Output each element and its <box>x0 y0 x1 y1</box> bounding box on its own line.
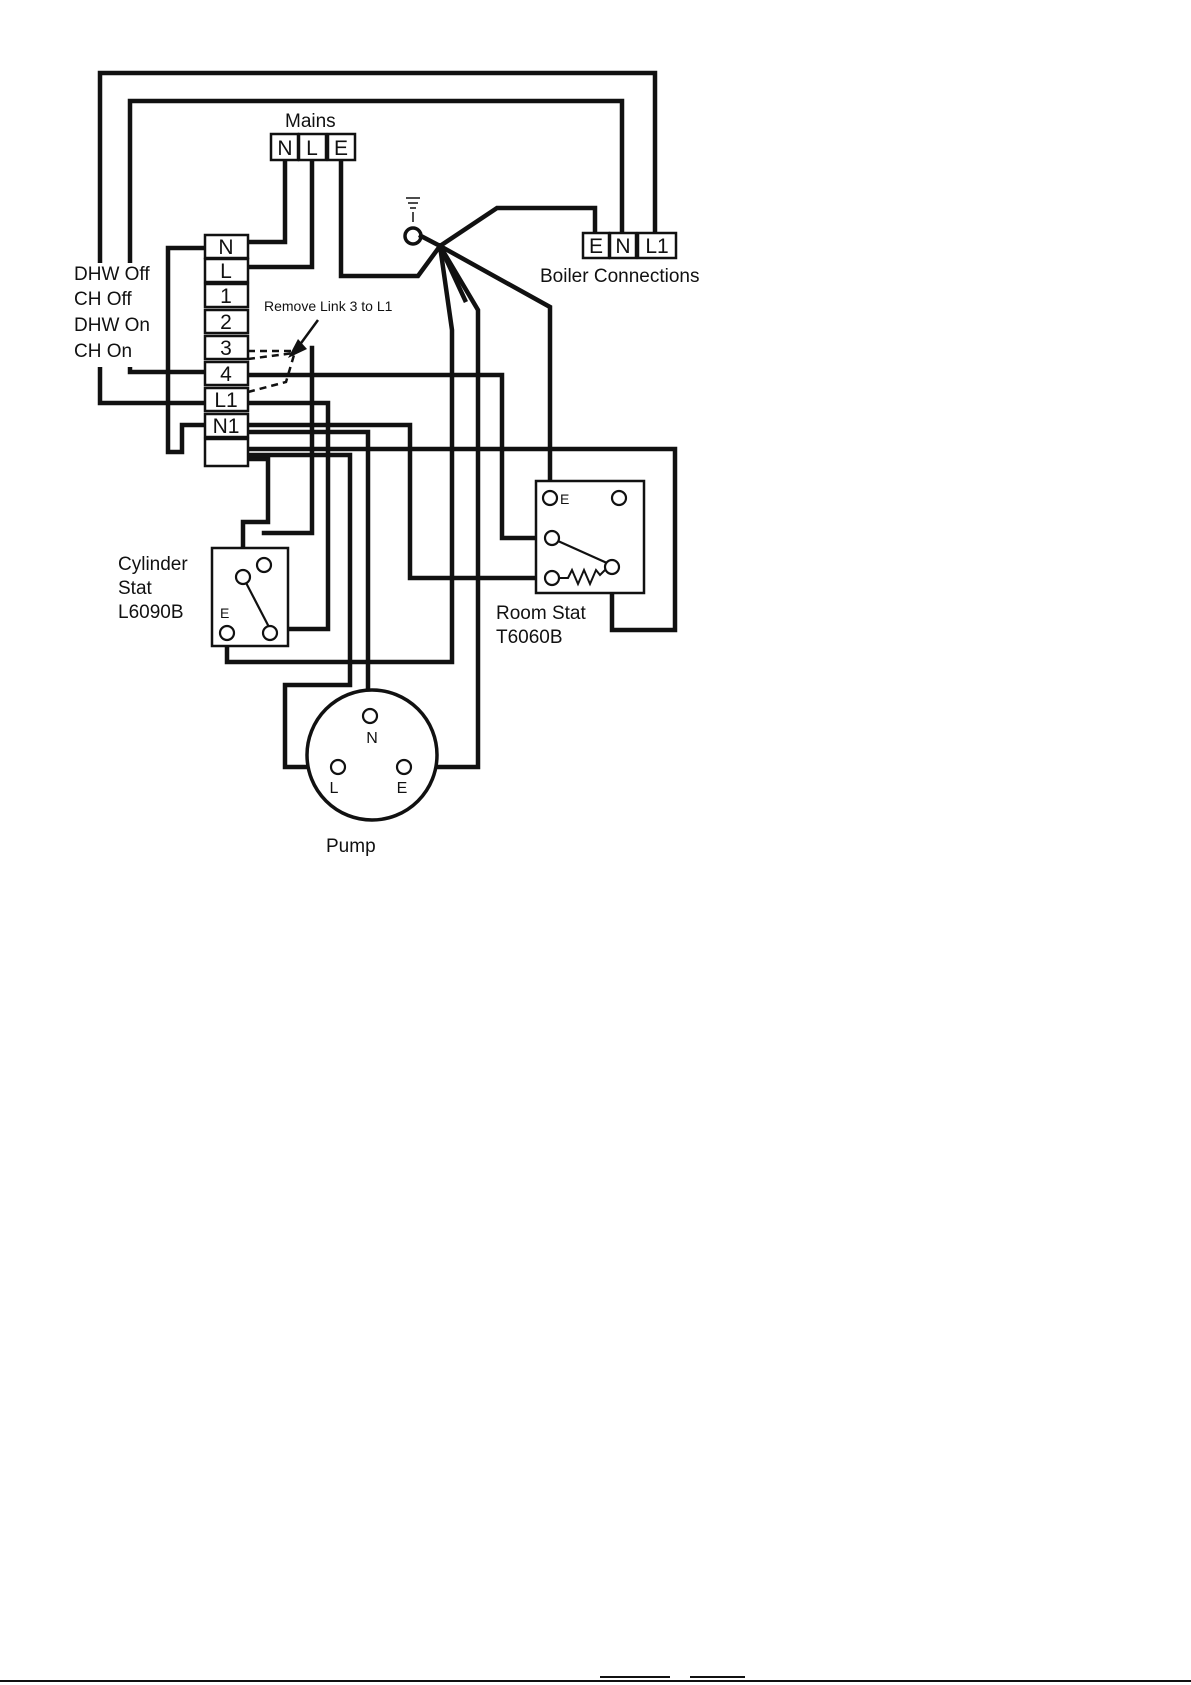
boiler-terminal-e-label: E <box>589 235 603 258</box>
wiring-centre: N L 1 2 3 4 L1 N1 <box>205 235 248 466</box>
earth-icon <box>405 198 440 246</box>
pump-label-n: N <box>366 730 378 747</box>
cylinder-stat-model: L6090B <box>118 602 184 623</box>
label-ch-off: CH Off <box>74 289 132 310</box>
wire-earth-to-pump <box>406 246 478 767</box>
wc-label-n: N <box>218 236 233 259</box>
cylinder-stat-terminal-e <box>220 626 234 640</box>
room-stat-name: Room Stat <box>496 603 586 624</box>
cylinder-stat-terminal-1 <box>236 570 250 584</box>
wc-label-1: 1 <box>220 285 232 308</box>
room-stat-terminal-blank <box>612 491 626 505</box>
boiler-block: E N L1 Boiler Connections <box>540 233 699 287</box>
wire-mains-e <box>341 156 440 276</box>
wire-n1-left <box>168 248 205 452</box>
pump-terminal-l <box>331 760 345 774</box>
mains-terminal-e-label: E <box>334 137 348 160</box>
wc-terminal-blank <box>205 439 248 466</box>
pump: N L E Pump <box>307 690 437 857</box>
boiler-terminal-l1-label: L1 <box>645 235 668 258</box>
wc-label-4: 4 <box>220 363 232 386</box>
cylinder-stat-terminal-c <box>263 626 277 640</box>
wc-label-l1: L1 <box>214 389 237 412</box>
boiler-terminal-n-label: N <box>615 235 630 258</box>
annotation-remove-link: Remove Link 3 to L1 <box>264 298 393 314</box>
mains-terminal-l-label: L <box>306 137 318 160</box>
pump-label-l: L <box>330 780 339 797</box>
room-stat-model: T6060B <box>496 627 563 648</box>
cylinder-stat-terminal-2 <box>257 558 271 572</box>
wire-boiler-l1-outer <box>100 73 655 403</box>
room-stat: E Room Stat T6060B <box>496 481 644 648</box>
pump-terminal-n <box>363 709 377 723</box>
cylinder-stat: E Cylinder Stat L6090B <box>118 548 288 646</box>
wire-mains-l <box>248 156 312 267</box>
pump-title: Pump <box>326 836 376 857</box>
wire-mains-n <box>248 156 285 242</box>
mains-title: Mains <box>285 111 336 132</box>
boiler-title: Boiler Connections <box>540 266 699 287</box>
wc-label-3: 3 <box>220 337 232 360</box>
wc-label-n1: N1 <box>213 415 240 438</box>
page-edge-marks <box>0 1676 1191 1682</box>
room-stat-terminal-2 <box>545 571 559 585</box>
room-stat-terminal-1 <box>545 531 559 545</box>
wire-earth-to-boiler-e <box>440 208 595 246</box>
wc-label-l: L <box>220 260 232 283</box>
label-dhw-off: DHW Off <box>74 264 150 285</box>
pump-label-e: E <box>397 780 408 797</box>
mains-terminal-n-label: N <box>277 137 292 160</box>
label-dhw-on: DHW On <box>74 315 150 336</box>
cylinder-stat-name-1: Cylinder <box>118 554 188 575</box>
wc-label-2: 2 <box>220 311 232 334</box>
cylinder-stat-name-2: Stat <box>118 578 153 599</box>
room-stat-earth-label: E <box>560 491 569 507</box>
function-labels: DHW Off CH Off DHW On CH On <box>72 263 164 367</box>
wires <box>100 73 675 767</box>
pump-terminal-e <box>397 760 411 774</box>
mains-block: Mains N L E <box>271 111 355 160</box>
label-ch-on: CH On <box>74 341 132 362</box>
room-stat-terminal-e <box>543 491 557 505</box>
cylinder-stat-earth-label: E <box>220 605 229 621</box>
